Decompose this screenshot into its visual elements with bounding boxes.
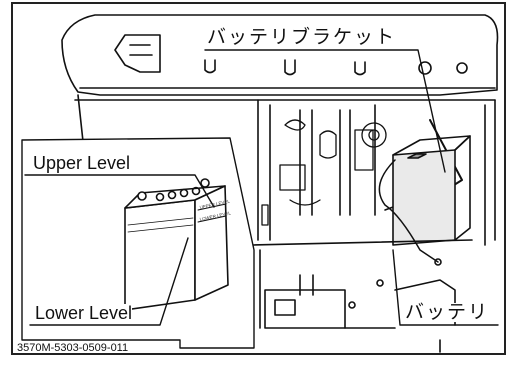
battery-side-text: LOWER LEVEL xyxy=(199,210,232,222)
upper-level-label: Upper Level xyxy=(33,153,131,173)
battery-top-text: UPPER LEVEL xyxy=(199,199,231,210)
lower-chassis xyxy=(249,239,473,353)
inset-battery xyxy=(124,178,229,311)
leader-bracket xyxy=(204,49,446,173)
level-mark-upper xyxy=(197,203,227,211)
battery-cable xyxy=(378,159,439,263)
battery-label: バッテリ xyxy=(405,301,490,323)
hood-handle xyxy=(114,34,161,73)
terminal-left xyxy=(137,191,147,201)
inner-members xyxy=(257,99,376,241)
level-mark-lower xyxy=(197,215,227,223)
terminal-right xyxy=(200,178,210,188)
cell-caps xyxy=(155,186,201,202)
battery-installed xyxy=(392,135,471,246)
lower-level-label: Lower Level xyxy=(35,303,133,323)
leader-upper xyxy=(24,174,215,208)
bracket-label: バッテリブラケット xyxy=(207,26,397,48)
part-number: 3570M-5303-0509-011 xyxy=(17,342,129,354)
leader-battery xyxy=(392,249,499,326)
engine-details xyxy=(261,119,387,226)
hood-outline xyxy=(61,14,499,96)
diagram-frame xyxy=(11,2,506,355)
leader-lower xyxy=(29,237,189,326)
hood-knobs xyxy=(204,59,468,76)
leader-lines xyxy=(24,49,499,326)
